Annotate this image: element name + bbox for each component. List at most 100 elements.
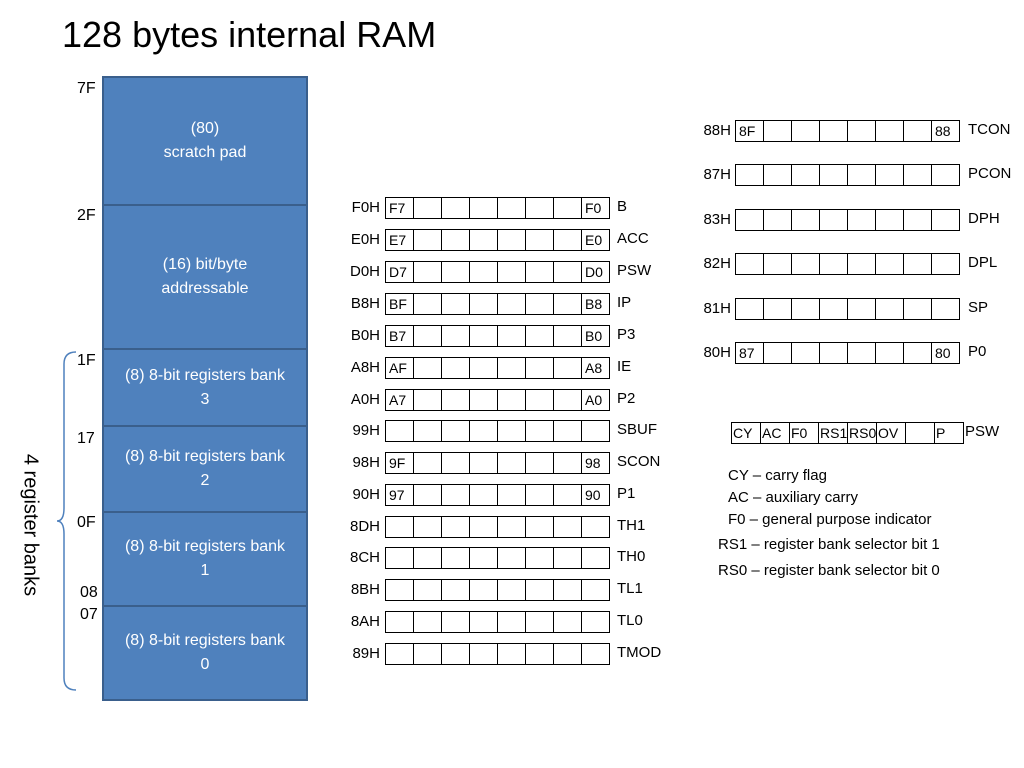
bit-cell [470, 325, 498, 347]
bit-cell [554, 229, 582, 251]
bit-cell [442, 611, 470, 633]
sfr-register-name: DPL [968, 254, 998, 271]
bit-cell [848, 342, 876, 364]
bit-cell [554, 643, 582, 665]
sfr-address: 83H [703, 211, 731, 228]
bit-cell [526, 293, 554, 315]
ram-block-text: (8) 8-bit registers bank 3 [108, 364, 302, 412]
bit-cell: E0 [582, 229, 610, 251]
bit-cell [554, 261, 582, 283]
sfr-bit-cells: F7 F0 [385, 197, 610, 219]
bit-cell [876, 209, 904, 231]
ram-block-line: (8) 8-bit registers bank [124, 538, 286, 555]
bit-cell [498, 452, 526, 474]
sfr-address: F0H [351, 199, 380, 216]
bit-cell [554, 420, 582, 442]
bit-cell [442, 516, 470, 538]
bit-cell [904, 164, 932, 186]
bit-cell [414, 611, 442, 633]
bit-cell [792, 342, 820, 364]
ram-block-text: (80)scratch pad [108, 117, 302, 165]
sfr-address: 81H [703, 300, 731, 317]
bit-cell [470, 389, 498, 411]
bit-cell [470, 516, 498, 538]
ram-address-label: 07 [80, 606, 98, 623]
bit-cell [554, 197, 582, 219]
sfr-register-name: TL1 [617, 580, 643, 597]
sfr-bit-cells [735, 253, 960, 275]
sfr-bit-cells [735, 164, 960, 186]
bit-cell [820, 209, 848, 231]
bit-cell [470, 484, 498, 506]
bit-cell [554, 611, 582, 633]
sfr-address: 8BH [350, 581, 380, 598]
bit-cell: A7 [386, 389, 414, 411]
bit-cell [582, 611, 610, 633]
bit-cell [526, 389, 554, 411]
sfr-register-name: PCON [968, 165, 1012, 182]
sfr-register-name: TMOD [617, 644, 662, 661]
bit-cell [848, 120, 876, 142]
bit-cell [736, 298, 764, 320]
bit-cell: 9F [386, 452, 414, 474]
psw-bit-cell [906, 422, 935, 444]
bit-cell [414, 643, 442, 665]
sfr-bit-cells [385, 611, 610, 633]
bit-cell: F0 [582, 197, 610, 219]
bit-cell [554, 357, 582, 379]
bit-cell: 97 [386, 484, 414, 506]
bit-cell [386, 420, 414, 442]
legend-entry: AC – auxiliary carry [728, 489, 859, 506]
psw-bit-cell: CY [732, 422, 761, 444]
bit-cell [414, 357, 442, 379]
bit-cell [848, 253, 876, 275]
bit-cell [498, 325, 526, 347]
bit-cell [764, 253, 792, 275]
ram-block-line: scratch pad [163, 144, 247, 161]
bit-cell [526, 579, 554, 601]
bit-cell [442, 197, 470, 219]
bit-cell: 80 [932, 342, 960, 364]
bit-cell [414, 484, 442, 506]
bit-cell [736, 164, 764, 186]
bit-cell [442, 261, 470, 283]
sfr-register-name: SP [968, 299, 989, 316]
psw-bit-cell: RS0 [848, 422, 877, 444]
bit-cell: E7 [386, 229, 414, 251]
bit-cell [442, 293, 470, 315]
bit-cell [414, 579, 442, 601]
bit-cell [526, 420, 554, 442]
bit-cell: BF [386, 293, 414, 315]
bit-cell [498, 261, 526, 283]
bit-cell: F7 [386, 197, 414, 219]
ram-block-line: 3 [200, 390, 210, 408]
sfr-address: 8DH [349, 518, 380, 535]
bit-cell [792, 253, 820, 275]
register-banks-brace [56, 351, 77, 691]
bit-cell [764, 120, 792, 142]
sfr-address: A8H [350, 359, 380, 376]
ram-block-line: (8) 8-bit registers bank [124, 366, 286, 384]
bit-cell [526, 547, 554, 569]
ram-address-label: 1F [77, 352, 96, 369]
bit-cell [582, 420, 610, 442]
bit-cell [820, 253, 848, 275]
bit-cell [386, 611, 414, 633]
bit-cell [792, 164, 820, 186]
sfr-address: 80H [703, 344, 731, 361]
bit-cell [470, 293, 498, 315]
sfr-address: D0H [349, 263, 380, 280]
bit-cell [904, 120, 932, 142]
sfr-address: E0H [350, 231, 380, 248]
sfr-register-name: DPH [968, 210, 1000, 227]
bit-cell: D7 [386, 261, 414, 283]
bit-cell [526, 643, 554, 665]
sfr-bit-cells: E7 E0 [385, 229, 610, 251]
